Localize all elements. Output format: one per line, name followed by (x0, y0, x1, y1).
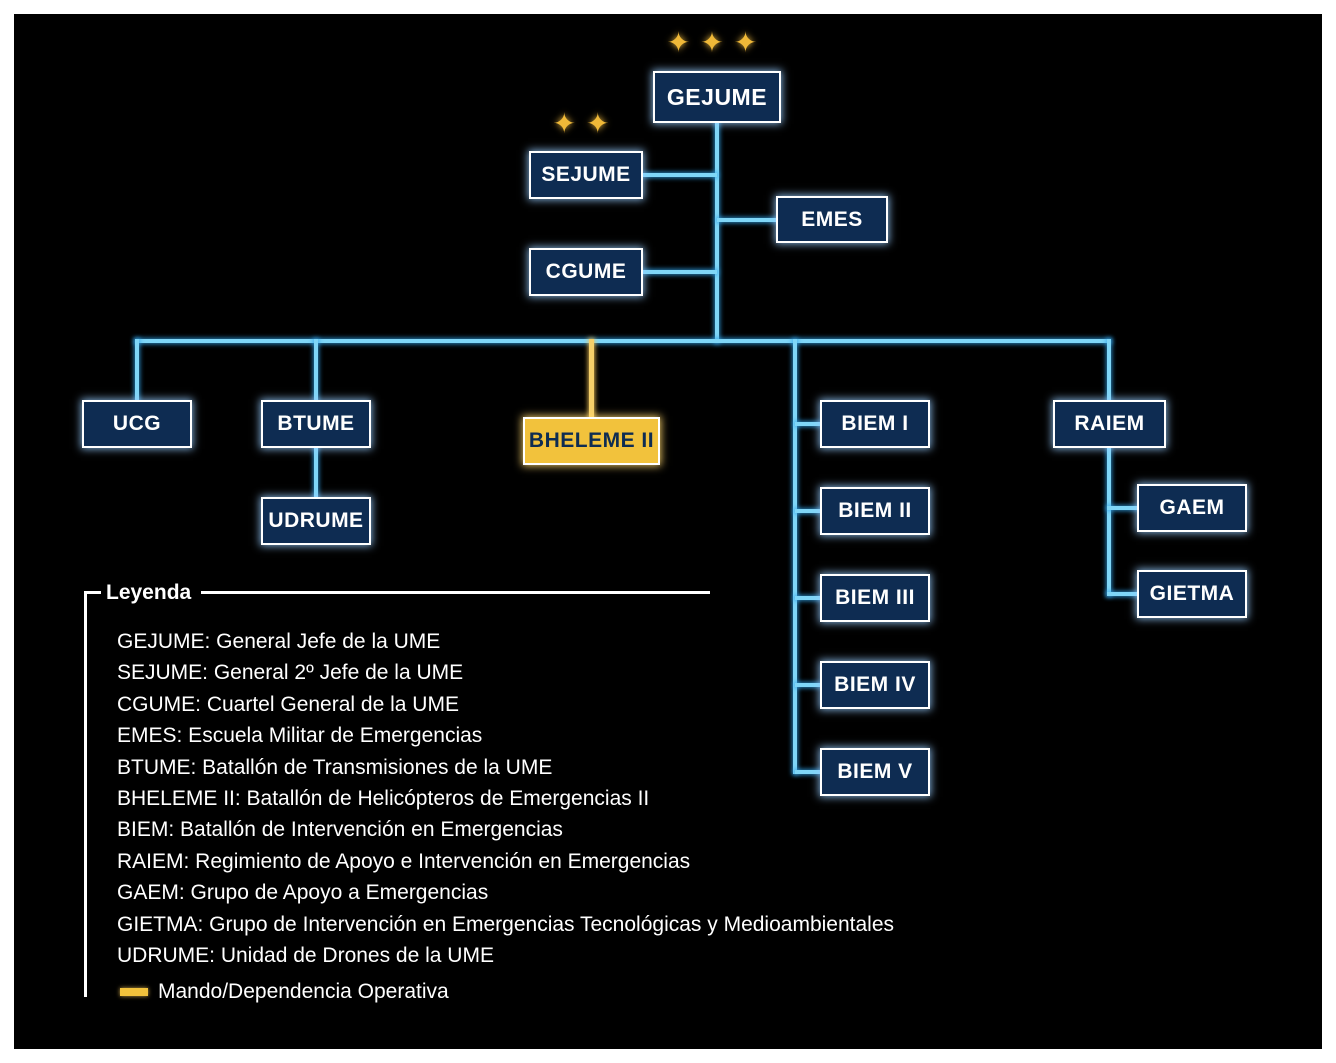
node-biem-i: BIEM I (820, 400, 930, 448)
legend-title: Leyenda (106, 581, 192, 604)
connector-gietma (1107, 592, 1139, 596)
connector-emes (717, 218, 778, 222)
node-cgume: CGUME (529, 248, 643, 296)
node-ucg: UCG (82, 400, 192, 448)
legend-item-cgume: CGUME: Cuartel General de la UME (117, 692, 459, 716)
connector-biem-i (795, 422, 822, 426)
connector-raiem-spine (1107, 446, 1111, 596)
node-udrume: UDRUME (261, 497, 371, 545)
legend-item-raiem: RAIEM: Regimiento de Apoyo e Intervenció… (117, 849, 691, 873)
connector-udrume (314, 446, 318, 499)
connector-gejume-trunk (715, 121, 719, 343)
legend-item-udrume: UDRUME: Unidad de Drones de la UME (117, 944, 494, 968)
connector-gaem (1107, 506, 1139, 510)
legend-bracket-tick (84, 591, 101, 594)
connector-cgume (643, 270, 717, 274)
sejume-rank-stars-icon: ✦✦ (552, 108, 620, 139)
node-emes: EMES (776, 196, 888, 243)
connector-biem-ii (795, 509, 822, 513)
node-sejume: SEJUME (529, 151, 643, 199)
chart-background (14, 14, 1322, 1049)
gejume-rank-stars-icon: ✦✦✦ (666, 27, 768, 58)
legend-item-biem: BIEM: Batallón de Intervención en Emerge… (117, 818, 563, 842)
connector-sejume (643, 173, 717, 177)
legend-item-gaem: GAEM: Grupo de Apoyo a Emergencias (117, 881, 489, 905)
legend-title-rule (201, 591, 710, 594)
operational-line-label: Mando/Dependencia Operativa (158, 980, 449, 1003)
legend-item-bheleme: BHELEME II: Batallón de Helicópteros de … (117, 787, 650, 811)
connector-bheleme-operational (589, 339, 594, 419)
legend-list: GEJUME: General Jefe de la UME SEJUME: G… (117, 626, 894, 971)
connector-biem-iv (795, 683, 822, 687)
node-biem-ii: BIEM II (820, 487, 930, 535)
connector-ucg (135, 339, 139, 402)
node-gejume: GEJUME (653, 71, 781, 123)
connector-raiem (1107, 339, 1111, 402)
node-gaem: GAEM (1137, 484, 1247, 532)
legend-bracket-line (84, 591, 87, 997)
legend-item-gejume: GEJUME: General Jefe de la UME (117, 630, 441, 653)
connector-biem-v (795, 770, 822, 774)
node-bheleme-ii: BHELEME II (523, 417, 660, 465)
node-btume: BTUME (261, 400, 371, 448)
connector-btume (314, 339, 318, 402)
connector-biem-iii (795, 596, 822, 600)
connector-main-trunk (135, 339, 1111, 343)
legend-item-gietma: GIETMA: Grupo de Intervención en Emergen… (117, 912, 895, 936)
legend-item-sejume: SEJUME: General 2º Jefe de la UME (117, 661, 464, 685)
legend-item-emes: EMES: Escuela Militar de Emergencias (117, 724, 483, 748)
node-gietma: GIETMA (1137, 570, 1247, 618)
node-raiem: RAIEM (1053, 400, 1166, 448)
node-biem-iii: BIEM III (820, 574, 930, 622)
node-biem-iv: BIEM IV (820, 661, 930, 709)
node-biem-v: BIEM V (820, 748, 930, 796)
operational-line-swatch-icon (120, 988, 148, 996)
connector-biem-spine (793, 339, 797, 774)
legend-item-btume: BTUME: Batallón de Transmisiones de la U… (117, 755, 553, 779)
